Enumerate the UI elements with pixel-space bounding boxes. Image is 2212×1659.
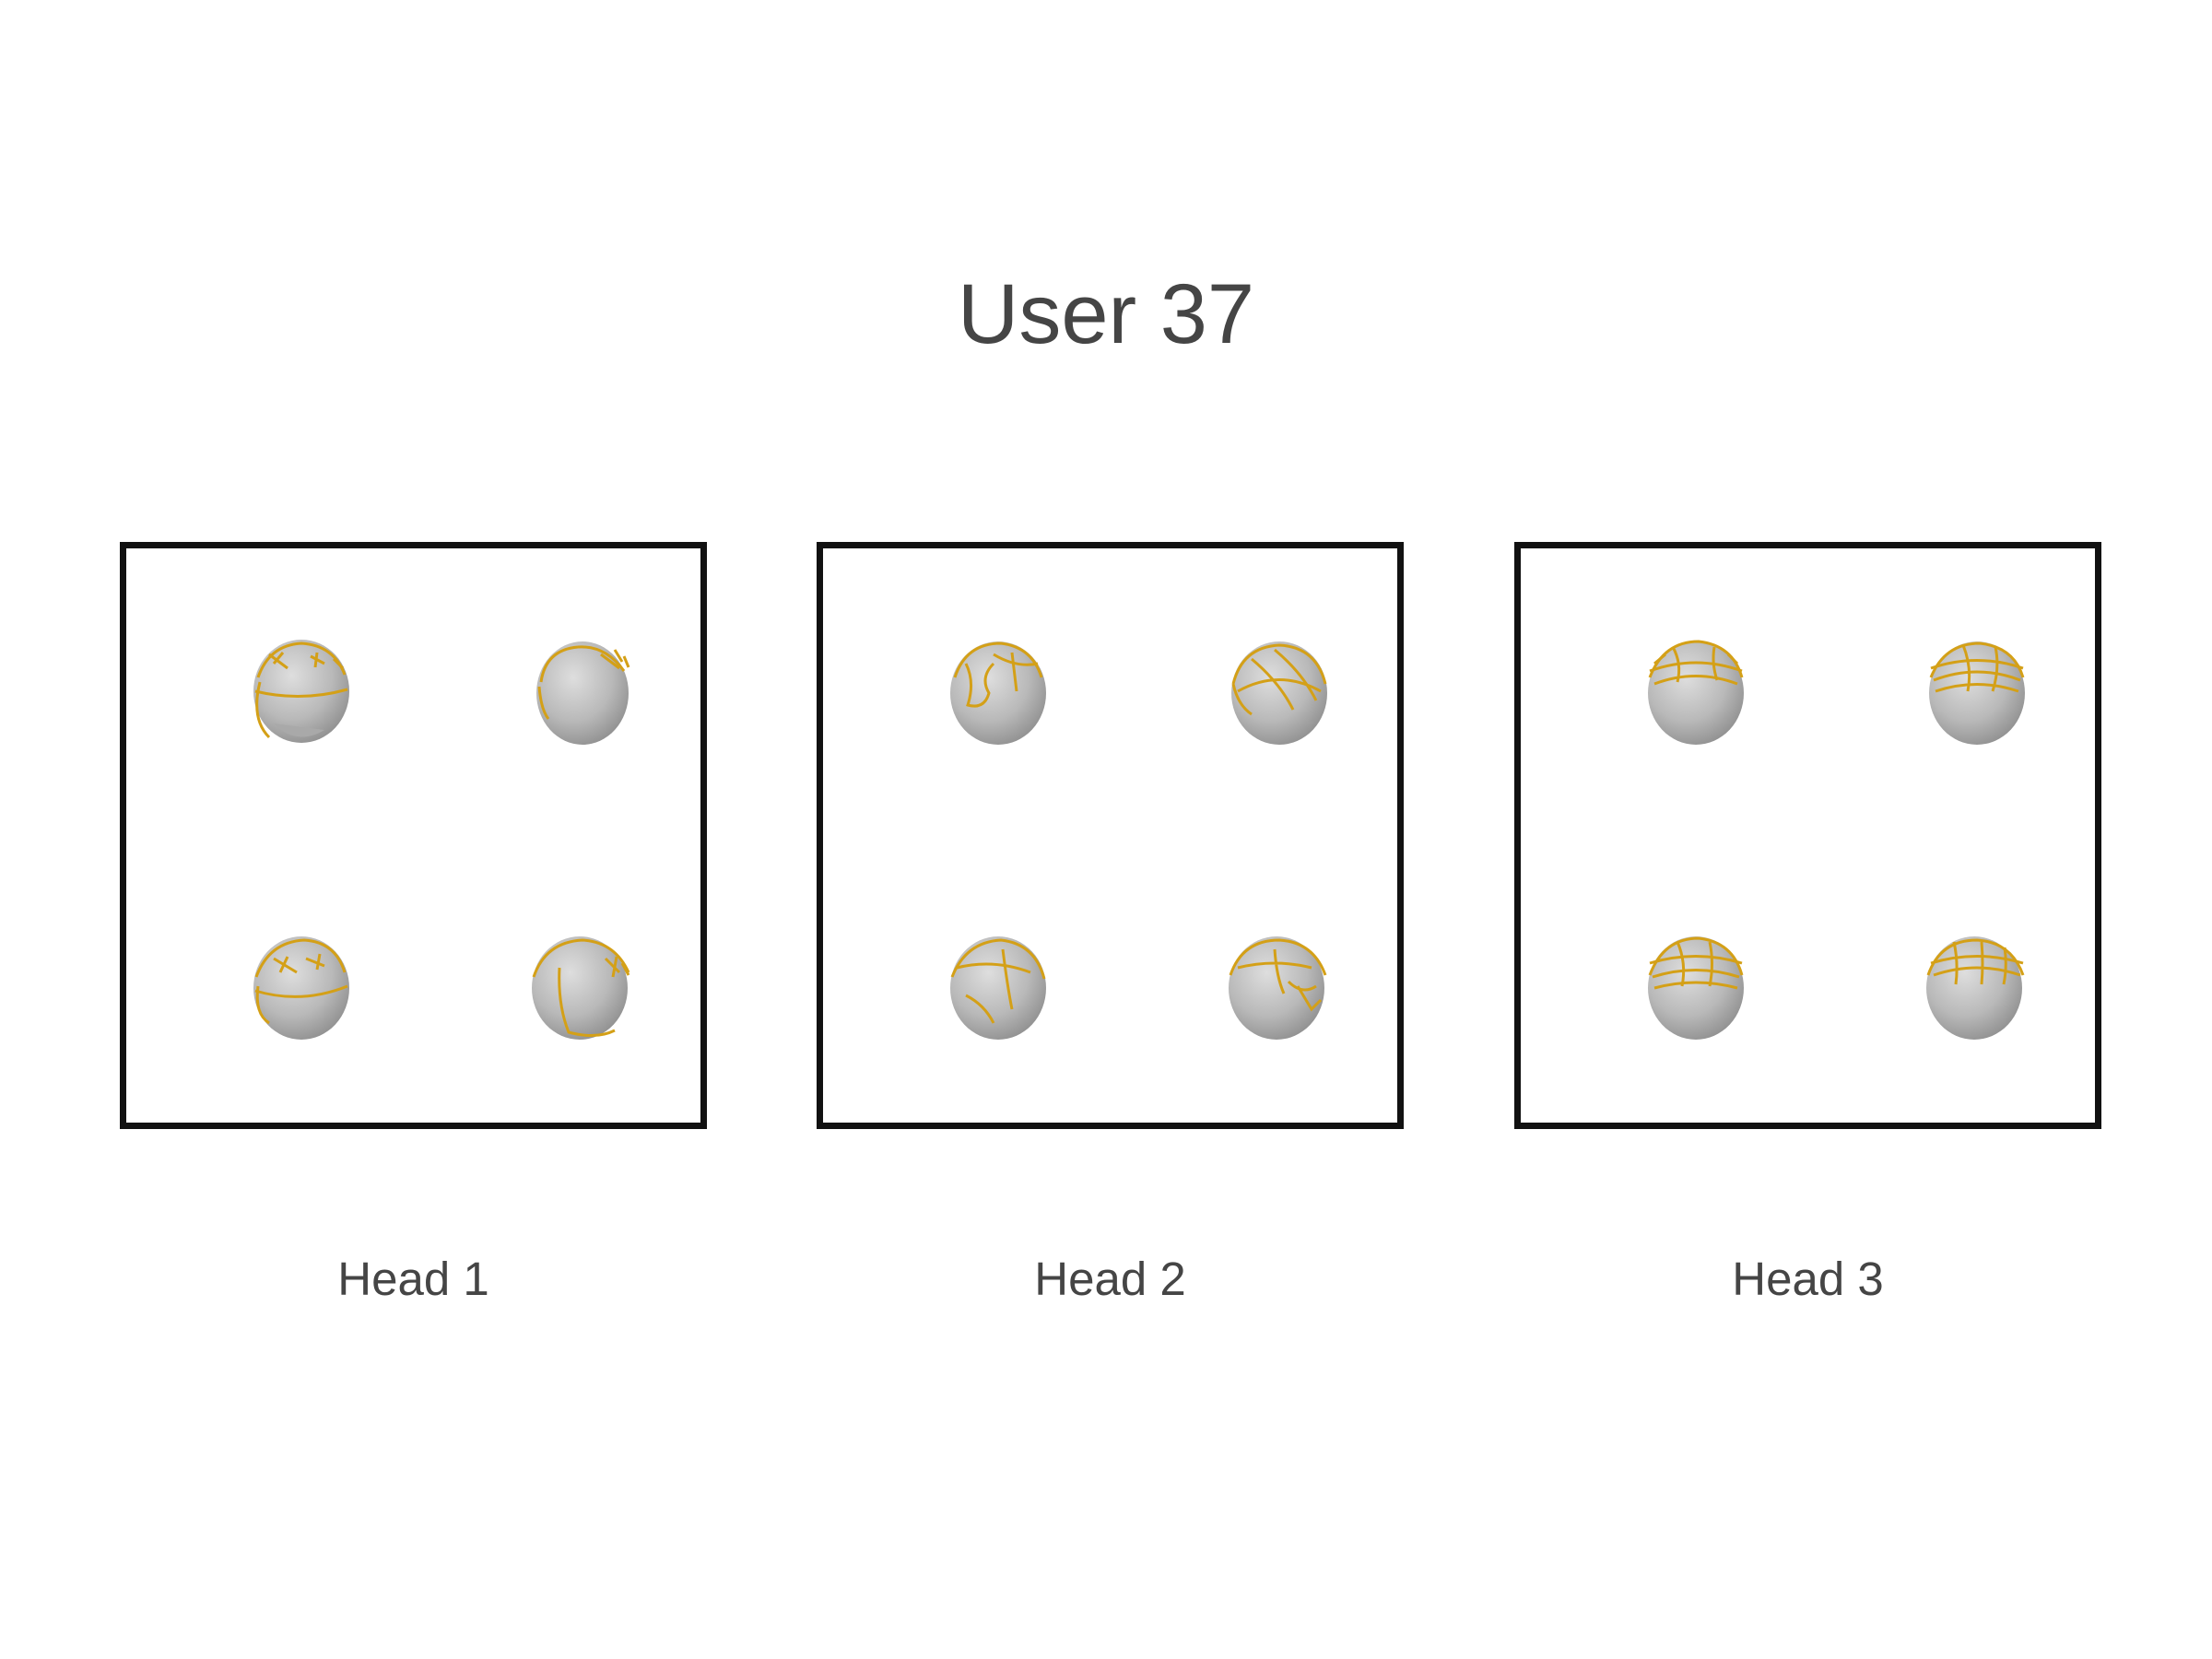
head-view-back-left bbox=[232, 922, 371, 1060]
head-view-back-left bbox=[929, 922, 1067, 1060]
head-view-back-left bbox=[1627, 922, 1765, 1060]
head-view-back-right bbox=[1908, 627, 2046, 765]
head-view-right-profile bbox=[513, 922, 652, 1060]
head-view-right-profile bbox=[1210, 922, 1348, 1060]
head-view-back-right bbox=[1210, 627, 1348, 765]
head-panel-2 bbox=[817, 542, 1404, 1129]
panel-caption-1: Head 1 bbox=[337, 1253, 489, 1305]
head-panel-1 bbox=[120, 542, 707, 1129]
head-view-right-profile bbox=[1908, 922, 2046, 1060]
head-view-front-left bbox=[1627, 627, 1765, 765]
head-view-back-right bbox=[513, 627, 652, 765]
head-view-front-left bbox=[929, 627, 1067, 765]
panel-caption-2: Head 2 bbox=[1034, 1253, 1186, 1305]
head-panel-3 bbox=[1514, 542, 2101, 1129]
head-view-front-left bbox=[232, 627, 371, 765]
page-title: User 37 bbox=[957, 267, 1255, 361]
panel-caption-3: Head 3 bbox=[1732, 1253, 1884, 1305]
